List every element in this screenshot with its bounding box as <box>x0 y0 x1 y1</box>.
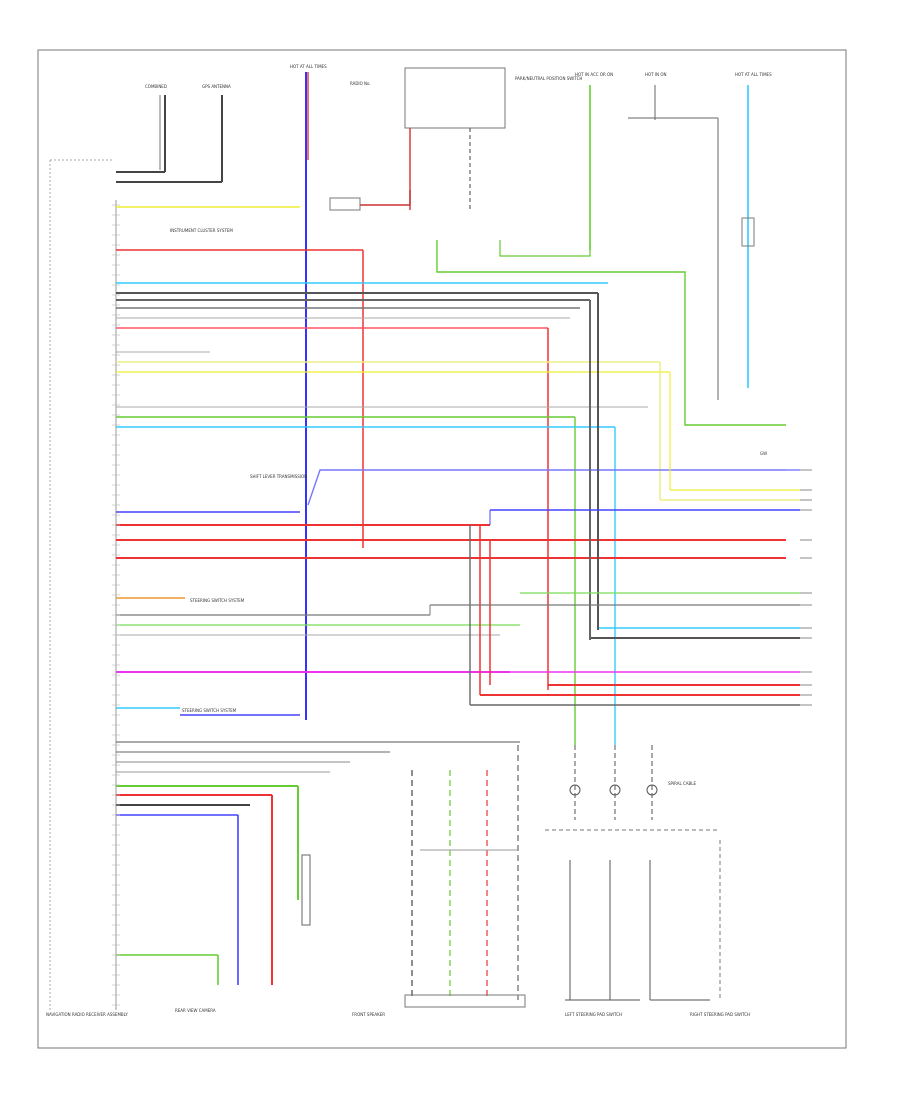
label-hot-in-acc: HOT IN ACC OR ON <box>575 72 613 77</box>
svg-text:COMBINED: COMBINED <box>145 84 167 89</box>
label-radio-module: NAVIGATION RADIO RECEIVER ASSEMBLY <box>46 1012 128 1017</box>
right-connector-pins <box>800 469 812 706</box>
diagram-frame <box>37 49 847 1049</box>
right-harness <box>429 293 800 706</box>
svg-text:RADIO No.: RADIO No. <box>350 81 371 86</box>
label-hot-in-on: HOT IN ON <box>645 72 666 77</box>
label-instrument-cluster: INSTRUMENT CLUSTER SYSTEM <box>170 228 233 233</box>
power-source-block: HOT AT ALL TIMES RADIO No. PARK/NEUTRAL … <box>290 64 582 720</box>
label-steering-pad-left: LEFT STEERING PAD SWITCH <box>565 1012 622 1017</box>
label-spiral-cable: SPIRAL CABLE <box>668 781 696 786</box>
label-park-neutral: PARK/NEUTRAL POSITION SWITCH <box>515 76 582 81</box>
lower-section: FRONT SPEAKER REAR VIEW CAMERA NAVIGATIO… <box>46 741 526 1017</box>
label-steering-sw-2: STEERING SWITCH SYSTEM <box>182 708 237 713</box>
right-fuses: HOT IN ACC OR ON HOT IN ON HOT AT ALL TI… <box>575 72 772 400</box>
svg-text:GPS ANTENNA: GPS ANTENNA <box>202 84 231 89</box>
steering-switches: SPIRAL CABLE LEFT STEERING PAD SWITCH RI… <box>545 745 750 1017</box>
label-gw: GW <box>760 451 767 456</box>
left-module-pins <box>112 204 120 1006</box>
label-steering-pad-right: RIGHT STEERING PAD SWITCH <box>690 1012 750 1017</box>
top-left-connectors: COMBINED GPS ANTENNA <box>116 84 231 183</box>
label-front-speaker: FRONT SPEAKER <box>352 1012 385 1017</box>
label-shift-lever: SHIFT LEVER TRANSMISSION <box>250 474 307 479</box>
label-hot-at-all-times: HOT AT ALL TIMES <box>290 64 327 69</box>
horizontal-harness <box>116 206 786 745</box>
green-wire <box>436 240 786 426</box>
label-rear-view-camera: REAR VIEW CAMERA <box>175 1008 216 1013</box>
label-steering-sw-1: STEERING SWITCH SYSTEM <box>190 598 245 603</box>
label-hot-all-2: HOT AT ALL TIMES <box>735 72 772 77</box>
